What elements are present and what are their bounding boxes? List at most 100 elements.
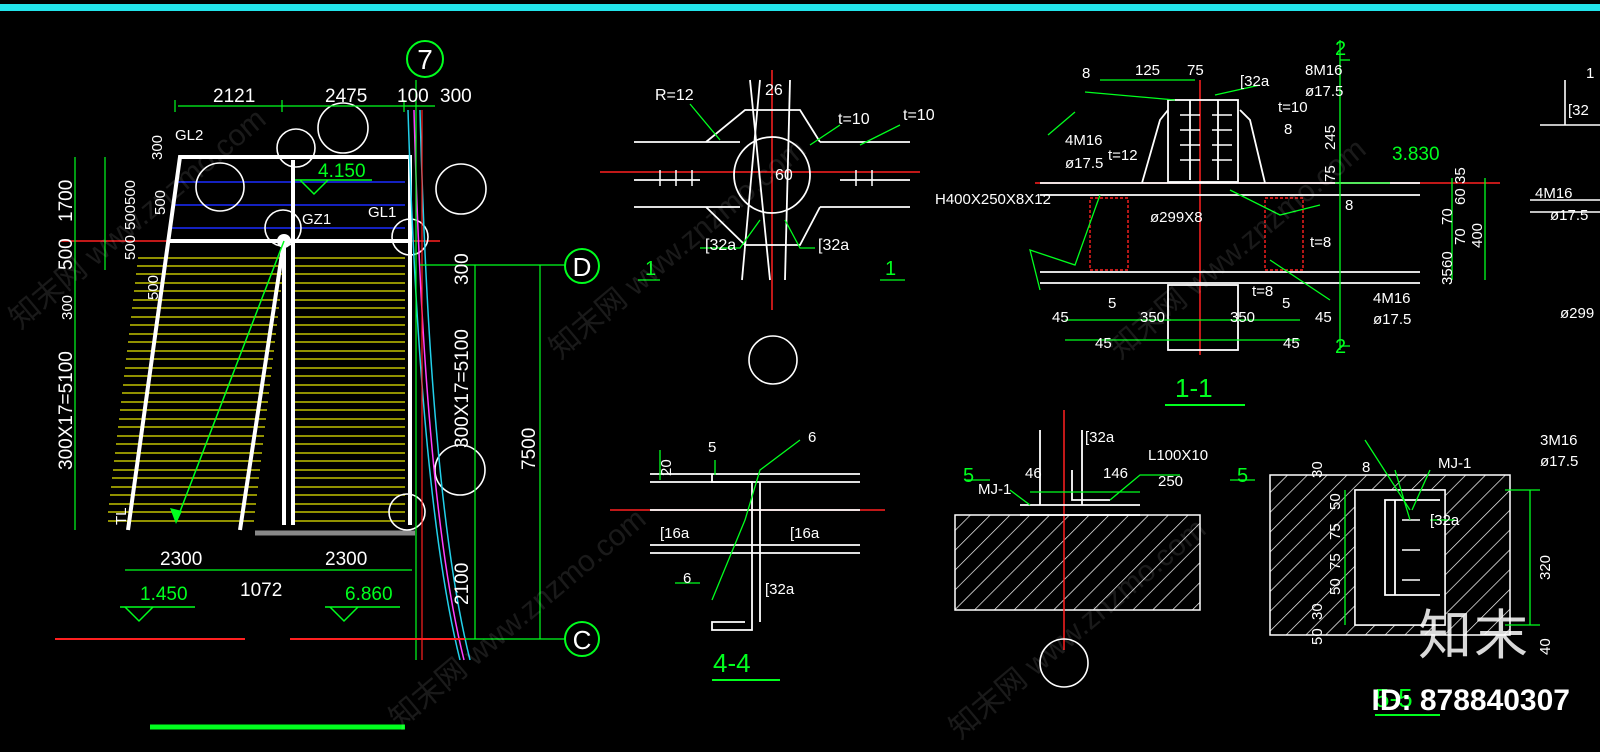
dim-inner-500-b: 500 xyxy=(122,205,139,230)
d11-elev: 3.830 xyxy=(1392,144,1440,165)
walk-arrow xyxy=(175,240,285,523)
dim-top-2475: 2475 xyxy=(325,86,367,107)
d55-channel xyxy=(1384,499,1440,596)
d55-50-b: 50 xyxy=(1327,578,1344,595)
d11-125: 125 xyxy=(1135,62,1160,79)
dim-top-300: 300 xyxy=(440,86,472,107)
label-gz1: GZ1 xyxy=(302,211,331,228)
label-gl2: GL2 xyxy=(175,127,203,144)
d55-mj1: MJ-1 xyxy=(1438,455,1471,472)
dim-inner-300-b: 300 xyxy=(59,295,76,320)
d44-members xyxy=(650,473,860,631)
watermark-repeat-4: 知末网 www.znzmo.com xyxy=(383,502,652,735)
d55-8: 8 xyxy=(1362,459,1370,476)
mj-c32a: [32a xyxy=(1085,429,1115,446)
dim-top-2121: 2121 xyxy=(213,86,255,107)
dim-inner-500-a: 500 xyxy=(122,180,139,205)
watermark-logo: 知末 xyxy=(1418,604,1530,667)
d11-75-side: 75 xyxy=(1322,165,1339,182)
label-tl: TL xyxy=(113,507,130,525)
d55-30-a: 30 xyxy=(1309,461,1326,478)
d11-dim-70b: 70 xyxy=(1452,228,1469,245)
pr-d299: ø299 xyxy=(1560,305,1594,322)
detail-5-5: 5-5 3M16 ø17.5 MJ-1 8 30 50 75 75 50 30 … xyxy=(1269,432,1578,716)
d11-8-top: 8 xyxy=(1082,65,1090,82)
d1-section-mark-right: 1 xyxy=(885,258,896,280)
pr-c32: [32 xyxy=(1568,102,1589,119)
axis-D-bubble xyxy=(564,248,600,284)
d11-d175-a: ø17.5 xyxy=(1065,155,1103,172)
mj-mark-5-right: 5 xyxy=(1237,465,1248,487)
pr-4m16: 4M16 xyxy=(1535,185,1573,202)
stair-plan: 7 D C 2121 2475 xyxy=(55,40,600,730)
dim-left-5100: 300X17=5100 xyxy=(56,351,77,470)
top-bar xyxy=(0,4,1600,11)
d44-c32a: [32a xyxy=(765,581,795,598)
dim-top-100: 100 xyxy=(397,86,429,107)
dim-right-5100: 300X17=5100 xyxy=(452,329,473,448)
d11-5-a: 5 xyxy=(1108,295,1116,312)
dim-bottom-1072: 1072 xyxy=(240,580,282,601)
d55-c32a: [32a xyxy=(1430,512,1460,529)
d1-t10-a: t=10 xyxy=(838,111,870,128)
dim-inner-500-c: 500 xyxy=(122,235,139,260)
d55-pocket xyxy=(1354,489,1446,626)
d1-26: 26 xyxy=(765,82,783,99)
d11-dim-60b: 60 xyxy=(1439,251,1456,268)
d44-c16a-b: [16a xyxy=(790,525,820,542)
dim-bottom-2300-b: 2300 xyxy=(325,549,367,570)
dim-left-1700: 1700 xyxy=(56,180,77,222)
d55-30-b: 30 xyxy=(1309,603,1326,620)
d55-75-a: 75 xyxy=(1327,523,1344,540)
d55-50-a: 50 xyxy=(1327,493,1344,510)
d1-c32a-b: [32a xyxy=(818,237,849,254)
d44-title: 4-4 xyxy=(713,648,751,678)
d1-beams xyxy=(634,79,910,281)
d11-75-top: 75 xyxy=(1187,62,1204,79)
elevation-markers xyxy=(120,179,400,623)
mj-leaders xyxy=(965,474,1255,506)
plan-dimension-lines xyxy=(74,100,541,639)
d55-leaders xyxy=(1344,439,1540,626)
d55-d175: ø17.5 xyxy=(1540,453,1578,470)
mj-250: 250 xyxy=(1158,473,1183,490)
stair-treads-right xyxy=(295,257,405,522)
d11-45-c: 45 xyxy=(1095,335,1112,352)
site-watermark: 知末网 www.znzmo.com 知末网 www.znzmo.com 知末网 … xyxy=(3,102,1372,745)
axis-C-bubble xyxy=(564,621,600,657)
d11-dim-35a: 35 xyxy=(1452,167,1469,184)
d1-c32a-a: [32a xyxy=(705,237,736,254)
dim-inner-500-d: 500 xyxy=(152,190,169,215)
d11-beam xyxy=(1040,99,1420,351)
d55-75-b: 75 xyxy=(1327,553,1344,570)
pr-1: 1 xyxy=(1586,65,1594,82)
elev-top: 4.150 xyxy=(318,161,366,182)
d44-c16a-a: [16a xyxy=(660,525,690,542)
d11-245: 245 xyxy=(1322,125,1339,150)
d11-t8-a: t=8 xyxy=(1310,234,1331,251)
d55-320: 320 xyxy=(1537,555,1554,580)
d11-leaders xyxy=(1029,40,1486,350)
detail-1: R=12 26 t=10 t=10 60 [32a [32a 1 1 xyxy=(600,70,935,385)
d11-dim-70a: 70 xyxy=(1439,208,1456,225)
d11-title: 1-1 xyxy=(1175,373,1213,403)
d11-45-b: 45 xyxy=(1315,309,1332,326)
d11-45-a: 45 xyxy=(1052,309,1069,326)
d11-5-b: 5 xyxy=(1282,295,1290,312)
d11-mark-2-bottom: 2 xyxy=(1335,336,1346,358)
d11-4m16-a: 4M16 xyxy=(1065,132,1103,149)
dim-right-2100: 2100 xyxy=(452,563,473,605)
dim-left-500: 500 xyxy=(56,238,77,270)
d11-c32a: [32a xyxy=(1240,73,1270,90)
d1-r12: R=12 xyxy=(655,87,694,104)
d11-h-section: H400X250X8X12 xyxy=(935,191,1051,208)
d11-t12: t=12 xyxy=(1108,147,1138,164)
detail-4-4: 4-4 5 20 6 [16a [16a 6 [32a xyxy=(610,429,885,681)
d44-6-top: 6 xyxy=(808,429,816,446)
dim-inner-300-a: 300 xyxy=(149,135,166,160)
walk-arrow-head xyxy=(170,508,182,524)
axis-7-bubble xyxy=(406,40,444,78)
d11-d175-b: ø17.5 xyxy=(1373,311,1411,328)
pr-d175: ø17.5 xyxy=(1550,207,1588,224)
